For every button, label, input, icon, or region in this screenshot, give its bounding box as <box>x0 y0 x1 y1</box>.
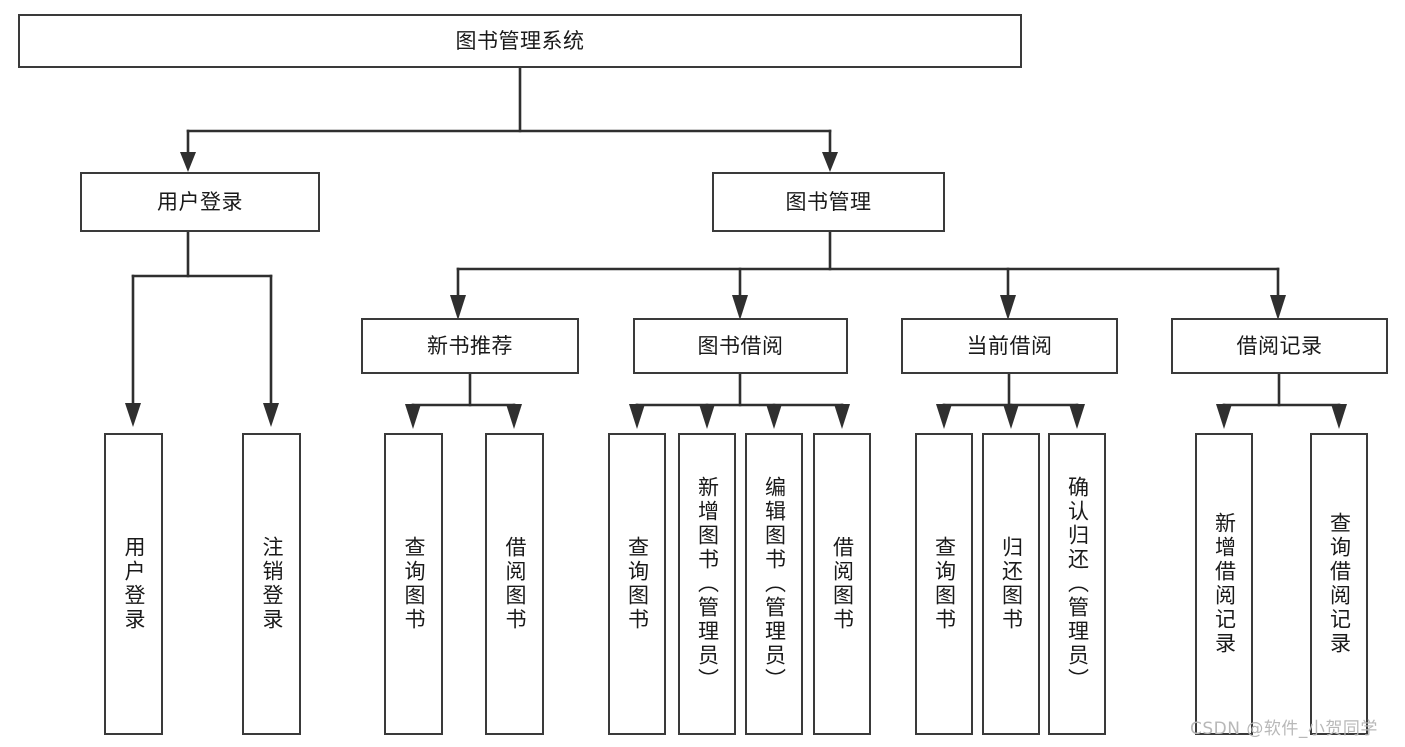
node-leaf-confirm-return[interactable]: 确认归还（管理员） <box>1048 433 1106 735</box>
arrow-leaf-borrow-book-2 <box>834 404 850 429</box>
arrow-leaf-query-book-3 <box>936 404 952 429</box>
node-user-login-label: 用户登录 <box>157 189 243 214</box>
node-leaf-query-book-2[interactable]: 查询图书 <box>608 433 666 735</box>
node-leaf-borrow-book-1[interactable]: 借阅图书 <box>485 433 544 735</box>
node-new-book-recommend-label: 新书推荐 <box>427 333 513 358</box>
node-book-borrow[interactable]: 图书借阅 <box>633 318 848 374</box>
node-current-borrow[interactable]: 当前借阅 <box>901 318 1118 374</box>
node-leaf-borrow-book-2-label: 借阅图书 <box>830 536 855 632</box>
arrow-leaf-query-book-1 <box>405 404 421 429</box>
node-leaf-query-record[interactable]: 查询借阅记录 <box>1310 433 1368 735</box>
node-book-borrow-label: 图书借阅 <box>697 333 784 358</box>
arrow-leaf-query-book-2 <box>629 404 645 429</box>
node-root[interactable]: 图书管理系统 <box>18 14 1022 68</box>
node-borrow-record-label: 借阅记录 <box>1236 333 1323 358</box>
node-book-manage-label: 图书管理 <box>785 189 872 214</box>
node-leaf-user-logout[interactable]: 注销登录 <box>242 433 301 735</box>
arrow-leaf-user-login <box>125 403 141 427</box>
arrow-leaf-confirm-return <box>1069 404 1085 429</box>
node-leaf-edit-book[interactable]: 编辑图书（管理员） <box>745 433 803 735</box>
node-leaf-user-login-label: 用户登录 <box>122 536 146 632</box>
node-leaf-add-book-label: 新增图书（管理员） <box>695 476 720 692</box>
node-leaf-return-book-label: 归还图书 <box>999 536 1024 632</box>
node-leaf-edit-book-label: 编辑图书（管理员） <box>762 476 787 692</box>
node-user-login[interactable]: 用户登录 <box>80 172 320 232</box>
node-leaf-borrow-book-2[interactable]: 借阅图书 <box>813 433 871 735</box>
node-leaf-add-record-label: 新增借阅记录 <box>1212 512 1237 656</box>
arrow-leaf-borrow-book-1 <box>506 404 522 429</box>
node-leaf-add-record[interactable]: 新增借阅记录 <box>1195 433 1253 735</box>
node-borrow-record[interactable]: 借阅记录 <box>1171 318 1388 374</box>
node-leaf-return-book[interactable]: 归还图书 <box>982 433 1040 735</box>
node-leaf-query-book-1-label: 查询图书 <box>402 536 426 632</box>
arrow-leaf-query-record <box>1331 404 1347 429</box>
node-leaf-add-book[interactable]: 新增图书（管理员） <box>678 433 736 735</box>
node-leaf-confirm-return-label: 确认归还（管理员） <box>1065 476 1090 692</box>
node-leaf-query-book-3[interactable]: 查询图书 <box>915 433 973 735</box>
arrow-current-borrow <box>1000 295 1016 320</box>
node-current-borrow-label: 当前借阅 <box>966 333 1053 358</box>
arrow-leaf-edit-book <box>766 404 782 429</box>
node-leaf-query-book-3-label: 查询图书 <box>932 536 957 632</box>
arrow-leaf-user-logout <box>263 403 279 427</box>
arrow-user-login <box>180 152 196 172</box>
node-root-label: 图书管理系统 <box>455 28 585 53</box>
node-new-book-recommend[interactable]: 新书推荐 <box>361 318 579 374</box>
arrow-leaf-add-book <box>699 404 715 429</box>
node-leaf-user-login[interactable]: 用户登录 <box>104 433 163 735</box>
node-leaf-query-book-1[interactable]: 查询图书 <box>384 433 443 735</box>
node-leaf-user-logout-label: 注销登录 <box>260 536 284 632</box>
node-leaf-borrow-book-1-label: 借阅图书 <box>503 536 527 632</box>
arrow-book-manage <box>822 152 838 172</box>
connector-arrowheads <box>125 152 1347 429</box>
arrow-new-book-recommend <box>450 295 466 320</box>
arrow-leaf-add-record <box>1216 404 1232 429</box>
node-book-manage[interactable]: 图书管理 <box>712 172 945 232</box>
node-leaf-query-record-label: 查询借阅记录 <box>1327 512 1352 656</box>
arrow-borrow-record <box>1270 295 1286 320</box>
node-leaf-query-book-2-label: 查询图书 <box>625 536 650 632</box>
arrow-leaf-return-book <box>1003 404 1019 429</box>
arrow-book-borrow <box>732 295 748 320</box>
